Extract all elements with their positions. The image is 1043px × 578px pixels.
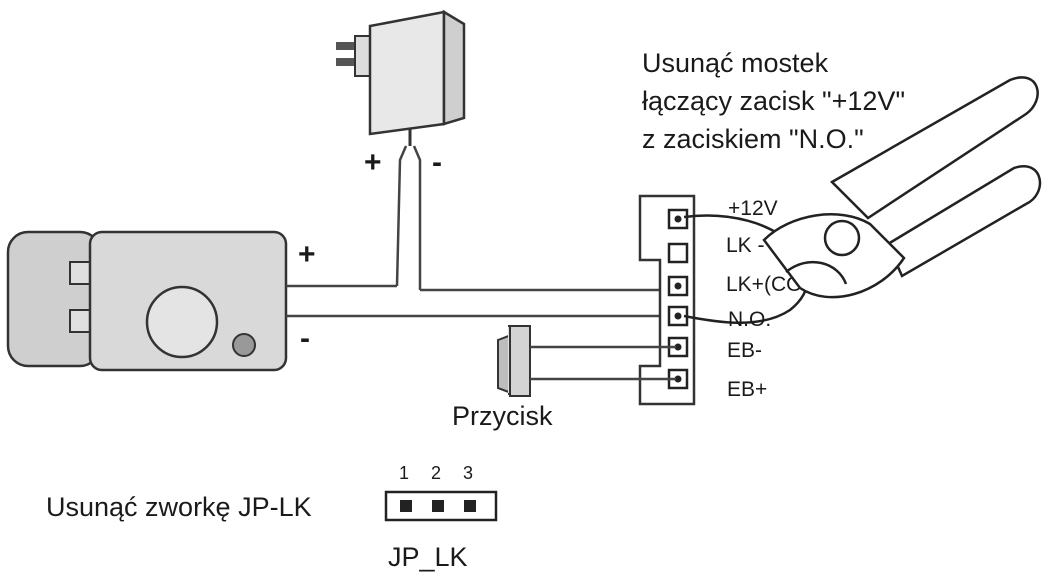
power-adapter — [336, 9, 466, 290]
jumper-jp-lk — [384, 490, 498, 522]
jumper-pin-3: 3 — [463, 463, 473, 483]
pliers-icon — [762, 76, 1042, 299]
terminal-label-eb-plus: EB+ — [727, 378, 767, 401]
instruction-line-3: z zaciskiem "N.O." — [642, 124, 864, 154]
lock-wires — [286, 284, 676, 318]
button-label: Przycisk — [452, 401, 553, 431]
terminal-label-lk-minus: LK - — [726, 234, 765, 257]
terminal-label-eb-minus: EB- — [727, 339, 762, 362]
push-button-icon — [497, 325, 676, 397]
instruction-line-2: łączący zacisk "+12V" — [642, 86, 905, 116]
jumper-pin-1: 1 — [399, 463, 409, 483]
electric-lock — [6, 230, 288, 372]
jumper-pin-2: 2 — [431, 463, 441, 483]
terminal-label-12v: +12V — [728, 197, 778, 220]
bridge-wire — [683, 214, 810, 324]
instruction-line-1: Usunąć mostek — [642, 48, 829, 78]
adapter-minus-sign: - — [432, 146, 442, 179]
jumper-instruction: Usunąć zworkę JP-LK — [46, 492, 312, 522]
jumper-name: JP_LK — [388, 542, 468, 572]
lock-plus-sign: + — [298, 238, 316, 271]
terminal-label-no: N.O. — [728, 308, 771, 331]
lock-minus-sign: - — [300, 322, 310, 355]
adapter-plus-sign: + — [364, 146, 382, 179]
